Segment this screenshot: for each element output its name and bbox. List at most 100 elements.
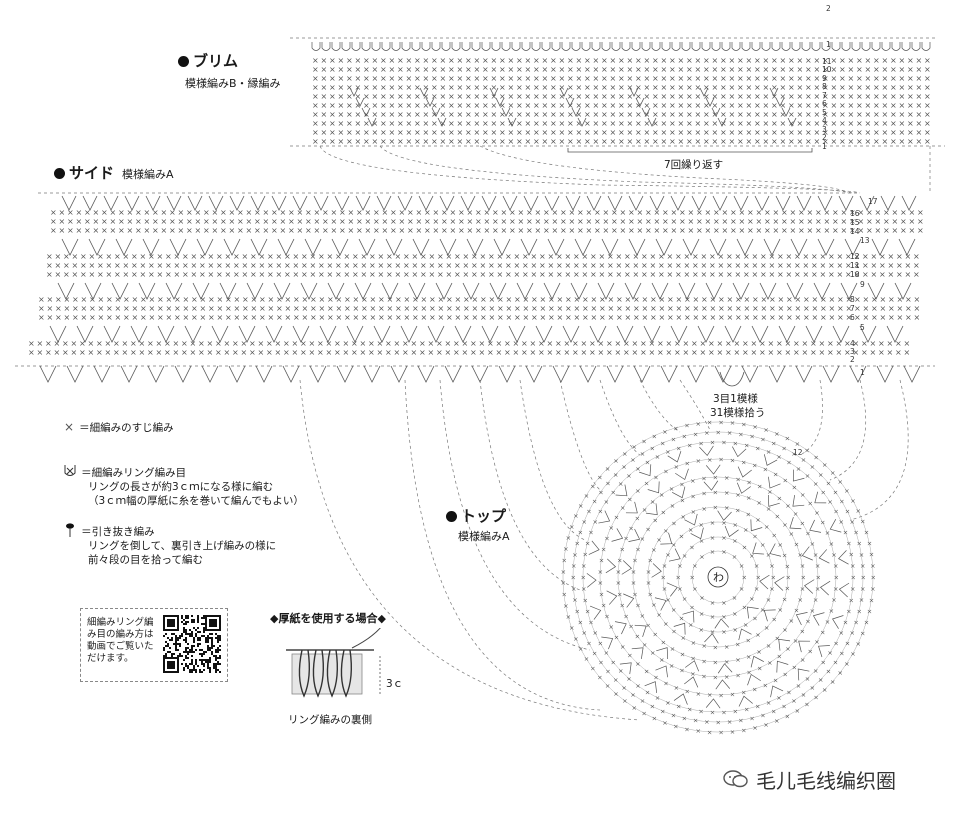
qr-module bbox=[191, 615, 193, 617]
x-stitch: × bbox=[321, 137, 328, 146]
x-stitch: × bbox=[72, 295, 79, 304]
x-stitch: × bbox=[378, 261, 385, 270]
x-stitch: × bbox=[766, 642, 771, 650]
x-stitch: × bbox=[598, 508, 603, 516]
x-stitch: × bbox=[480, 313, 487, 322]
qr-code-icon[interactable] bbox=[163, 615, 221, 673]
x-stitch: × bbox=[457, 74, 464, 83]
qr-module bbox=[193, 669, 195, 671]
x-stitch: × bbox=[182, 261, 189, 270]
x-stitch: × bbox=[827, 649, 832, 657]
x-stitch: × bbox=[572, 551, 577, 559]
triangle-stitch-mark bbox=[623, 593, 635, 608]
x-stitch: × bbox=[627, 92, 634, 101]
triangle-stitch-mark bbox=[145, 195, 161, 211]
qr-module bbox=[197, 643, 199, 645]
triangle-stitch-mark bbox=[607, 195, 623, 211]
qr-module bbox=[199, 649, 201, 651]
x-stitch: × bbox=[516, 128, 523, 137]
side-row-number: 8 bbox=[850, 295, 855, 304]
x-stitch: × bbox=[216, 252, 223, 261]
x-stitch: × bbox=[829, 607, 834, 615]
x-stitch: × bbox=[475, 217, 482, 226]
x-stitch: × bbox=[605, 682, 610, 690]
x-stitch: × bbox=[203, 217, 210, 226]
x-stitch: × bbox=[839, 74, 846, 83]
x-stitch: × bbox=[788, 65, 795, 74]
triangle-stitch-mark bbox=[552, 365, 570, 383]
qr-module bbox=[195, 661, 197, 663]
x-stitch: × bbox=[446, 261, 453, 270]
x-stitch: × bbox=[746, 101, 753, 110]
x-stitch: × bbox=[810, 540, 815, 548]
x-stitch: × bbox=[608, 313, 615, 322]
x-stitch: × bbox=[916, 74, 923, 83]
triangle-stitch-mark bbox=[644, 681, 658, 694]
qr-module bbox=[207, 667, 209, 669]
x-stitch: × bbox=[423, 74, 430, 83]
x-stitch: × bbox=[431, 92, 438, 101]
x-stitch: × bbox=[718, 456, 723, 464]
x-stitch: × bbox=[312, 65, 319, 74]
x-stitch: × bbox=[878, 348, 885, 357]
x-stitch: × bbox=[80, 270, 87, 279]
x-stitch: × bbox=[618, 480, 623, 488]
x-stitch: × bbox=[471, 270, 478, 279]
qr-module bbox=[175, 635, 177, 637]
x-stitch: × bbox=[652, 128, 659, 137]
x-stitch: × bbox=[814, 74, 821, 83]
qr-module bbox=[215, 669, 217, 671]
x-stitch: × bbox=[472, 295, 479, 304]
x-stitch: × bbox=[689, 604, 694, 612]
triangle-stitch-mark bbox=[736, 482, 751, 494]
x-stitch: × bbox=[803, 295, 810, 304]
x-stitch: × bbox=[735, 252, 742, 261]
x-stitch: × bbox=[421, 304, 428, 313]
x-stitch: × bbox=[650, 261, 657, 270]
x-stitch: × bbox=[339, 217, 346, 226]
side-row: ××××××××××××××××××××××××××××××××××××××××… bbox=[50, 217, 924, 226]
x-stitch: × bbox=[355, 74, 362, 83]
x-stitch: × bbox=[610, 56, 617, 65]
x-stitch: × bbox=[152, 217, 159, 226]
x-stitch: × bbox=[131, 270, 138, 279]
x-stitch: × bbox=[630, 456, 635, 464]
x-stitch: × bbox=[300, 348, 307, 357]
x-stitch: × bbox=[312, 56, 319, 65]
v-stitch-mark bbox=[577, 117, 587, 127]
qr-module bbox=[185, 649, 187, 651]
qr-module bbox=[209, 669, 211, 671]
triangle-stitch-mark bbox=[795, 365, 813, 383]
x-stitch: × bbox=[397, 119, 404, 128]
qr-module bbox=[195, 663, 197, 665]
x-stitch: × bbox=[682, 595, 687, 603]
ring-stitch-mark bbox=[581, 42, 591, 51]
x-stitch: × bbox=[386, 252, 393, 261]
x-stitch: × bbox=[813, 694, 818, 702]
x-stitch: × bbox=[535, 226, 542, 235]
triangle-stitch-mark bbox=[645, 503, 658, 516]
x-stitch: × bbox=[627, 83, 634, 92]
x-stitch: × bbox=[559, 110, 566, 119]
triangle-stitch-mark bbox=[88, 238, 106, 256]
ring-stitch-mark bbox=[591, 42, 601, 51]
x-stitch: × bbox=[484, 208, 491, 217]
x-stitch: × bbox=[174, 295, 181, 304]
qr-module bbox=[201, 661, 203, 663]
ring-stitch-mark bbox=[311, 42, 321, 51]
x-stitch: × bbox=[866, 226, 873, 235]
x-stitch: × bbox=[343, 348, 350, 357]
x-stitch: × bbox=[181, 348, 188, 357]
x-stitch: × bbox=[305, 217, 312, 226]
x-stitch: × bbox=[465, 74, 472, 83]
x-stitch: × bbox=[761, 304, 768, 313]
x-stitch: × bbox=[440, 101, 447, 110]
triangle-stitch-mark bbox=[615, 484, 628, 497]
x-stitch: × bbox=[198, 339, 205, 348]
single-crochet-icon: × bbox=[64, 420, 75, 434]
x-stitch: × bbox=[831, 74, 838, 83]
qr-module bbox=[165, 641, 167, 643]
x-stitch: × bbox=[363, 74, 370, 83]
x-stitch: × bbox=[848, 65, 855, 74]
ring-stitch-mark bbox=[661, 42, 671, 51]
